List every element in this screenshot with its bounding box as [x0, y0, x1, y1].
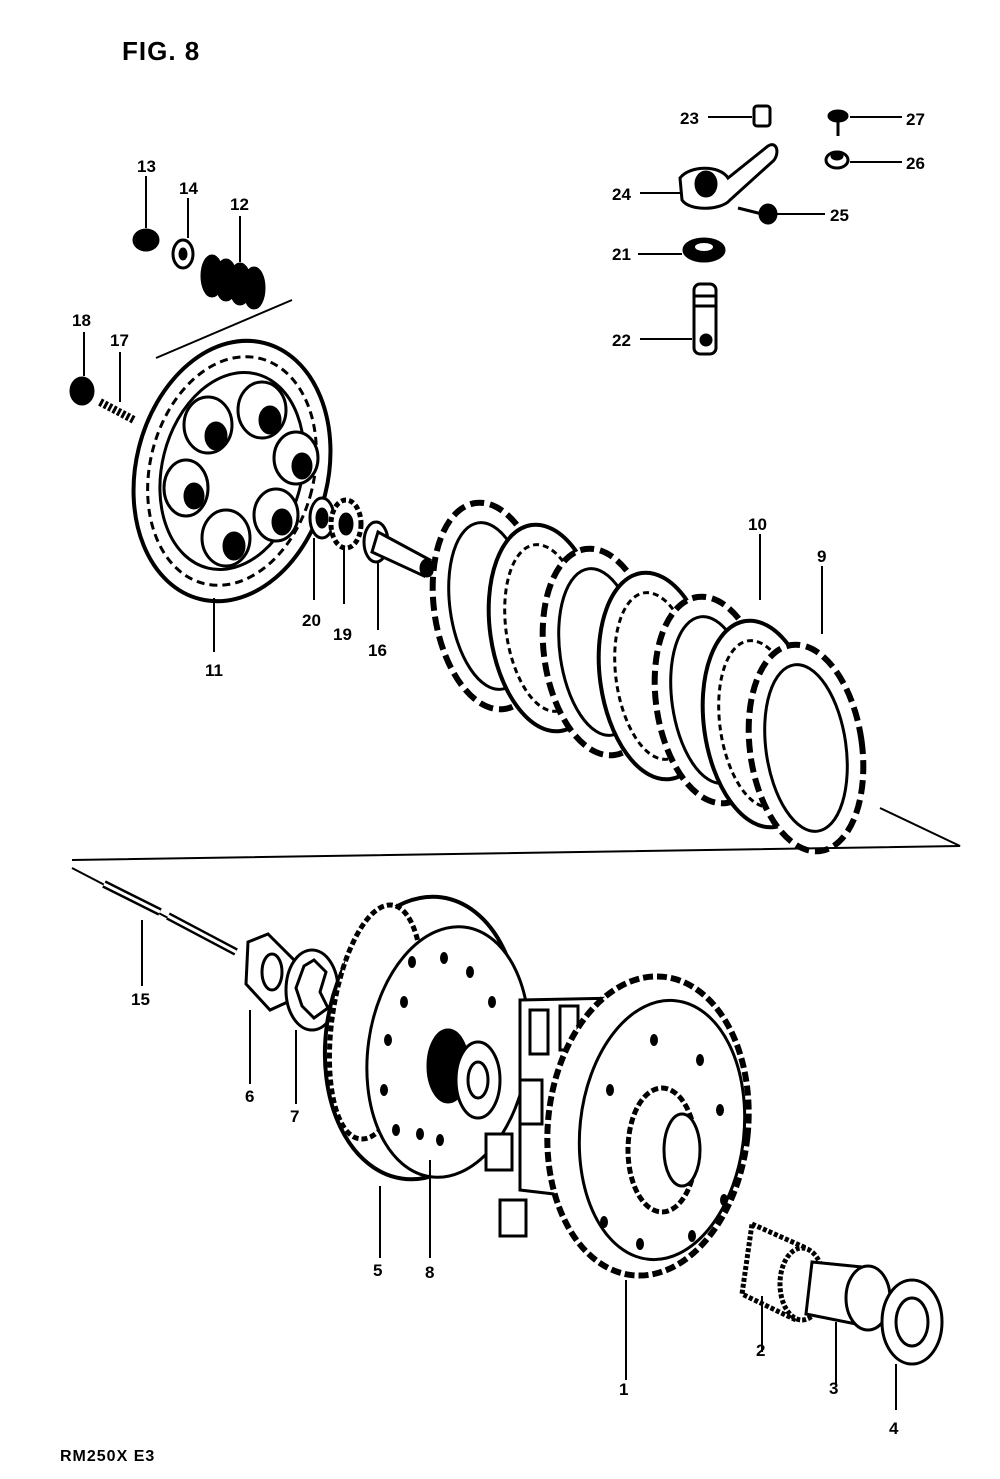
part-14-washer — [171, 198, 195, 270]
callout-4: 4 — [889, 1419, 899, 1438]
callout-22: 22 — [612, 331, 631, 350]
callout-17: 17 — [110, 331, 129, 350]
callout-20: 20 — [302, 611, 321, 630]
clutch-plate-stack — [429, 499, 867, 855]
part-23-bushing — [708, 104, 772, 128]
part-16-push-piece — [362, 520, 435, 630]
callout-19: 19 — [333, 625, 352, 644]
callout-6: 6 — [245, 1087, 254, 1106]
part-12-spring — [200, 216, 266, 310]
model-code: RM250X E3 — [60, 1448, 156, 1465]
part-11-pressure-plate — [131, 299, 333, 652]
callout-15: 15 — [131, 990, 150, 1009]
part-18-nut — [69, 332, 95, 406]
part-26-nut — [824, 150, 902, 170]
part-25-bolt — [737, 203, 825, 225]
callout-26: 26 — [906, 154, 925, 173]
callout-11: 11 — [205, 661, 223, 680]
part-6-nut — [244, 932, 296, 1084]
callout-10: 10 — [748, 515, 767, 534]
callout-18: 18 — [72, 311, 91, 330]
callout-12: 12 — [230, 195, 249, 214]
part-8-thrust-washer — [429, 1040, 502, 1258]
callout-27: 27 — [906, 110, 925, 129]
callout-9: 9 — [817, 547, 826, 566]
part-15-push-rod — [102, 880, 238, 986]
callout-23: 23 — [680, 109, 699, 128]
part-13-screw — [132, 176, 160, 252]
part-1-clutch-housing — [484, 973, 752, 1380]
part-19-bearing — [328, 497, 364, 604]
callout-8: 8 — [425, 1263, 434, 1282]
part-22-release-shaft — [640, 282, 718, 356]
part-20-washer — [308, 496, 336, 600]
part-27-screw — [827, 109, 902, 136]
figure-title: FIG. 8 — [122, 36, 201, 66]
callout-16: 16 — [368, 641, 387, 660]
callout-labels: 1 2 3 4 5 6 7 8 9 10 11 12 13 14 15 16 1… — [72, 109, 925, 1438]
part-24-release-arm — [640, 143, 779, 210]
callout-25: 25 — [830, 206, 849, 225]
callout-21: 21 — [612, 245, 631, 264]
callout-14: 14 — [179, 179, 198, 198]
part-21-oil-seal — [638, 237, 726, 263]
part-3-spacer — [804, 1260, 892, 1384]
callout-1: 1 — [619, 1380, 628, 1399]
part-4-thrust-washer — [880, 1278, 944, 1410]
callout-7: 7 — [290, 1107, 299, 1126]
callout-24: 24 — [612, 185, 631, 204]
callout-3: 3 — [829, 1379, 838, 1398]
callout-5: 5 — [373, 1261, 382, 1280]
part-17-bolt — [98, 352, 136, 424]
callout-2: 2 — [756, 1341, 765, 1360]
callout-13: 13 — [137, 157, 156, 176]
